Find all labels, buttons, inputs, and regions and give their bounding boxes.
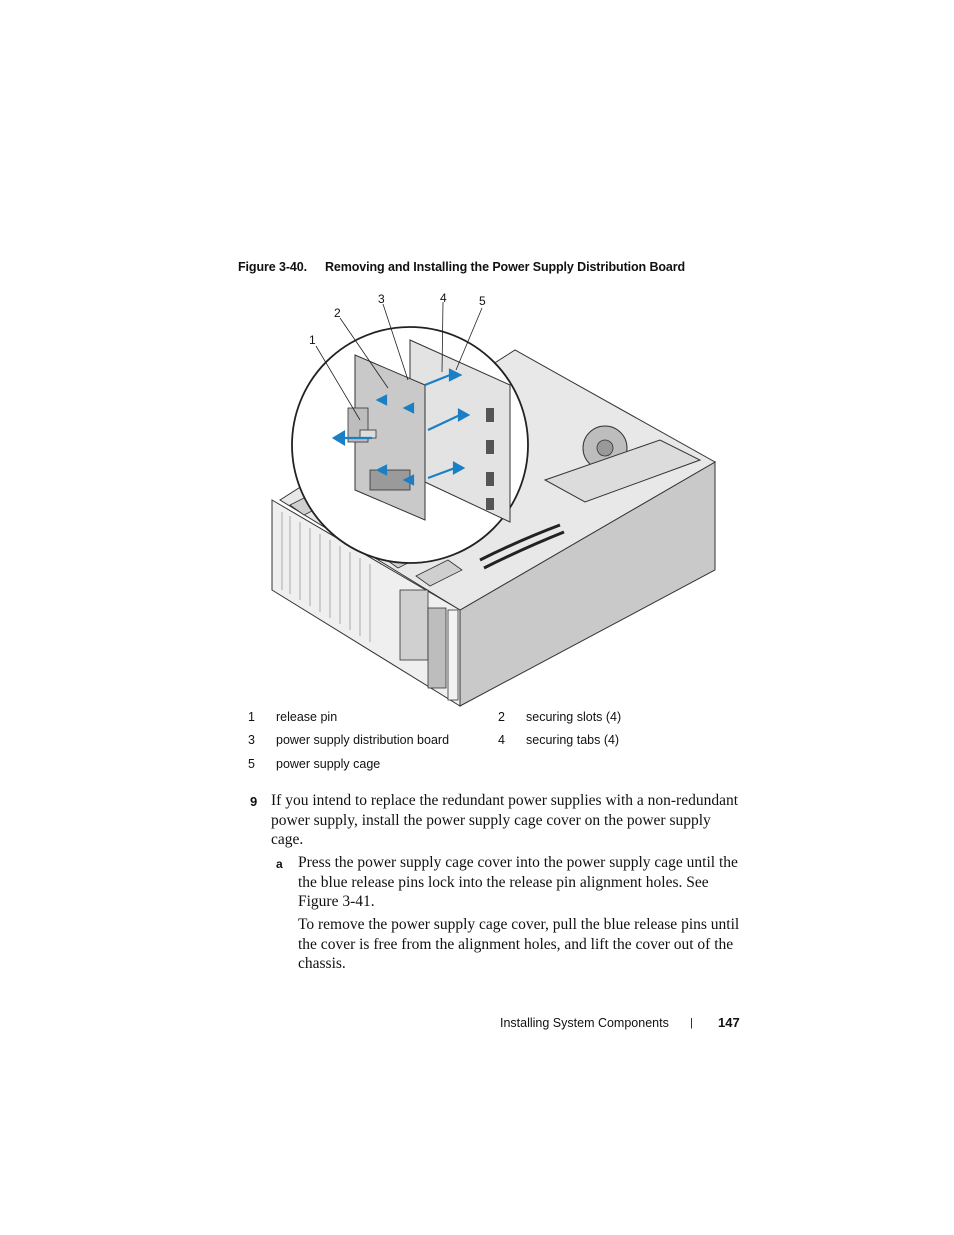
legend-number: 2 [498,710,505,724]
optical-drive-bay [399,589,429,661]
drive-bay [427,607,447,689]
page-number: 147 [718,1015,740,1030]
figure-title: Removing and Installing the Power Supply… [324,260,686,274]
power-supply-cage-body [543,439,702,503]
front-panel-strip [447,609,459,701]
securing-slots [486,408,494,510]
step-text: If you intend to replace the redundant p… [271,792,739,848]
tab-arrow [375,394,388,406]
figure-caption: Figure 3-40. Removing and Installing the … [238,260,685,274]
callout-leaders [315,301,483,421]
removal-paragraph: To remove the power supply cage cover, p… [298,916,740,972]
release-pin [347,407,377,443]
legend-text: power supply cage [276,757,381,771]
callout-5: 5 [479,294,486,308]
internal-cables [479,523,561,562]
legend-number: 1 [248,710,255,724]
front-grille [281,512,371,642]
legend-text: securing slots (4) [526,710,622,724]
direction-arrows [331,368,471,486]
legend-number: 4 [498,733,505,747]
substep-letter: a [276,857,283,871]
legend-text: securing tabs (4) [526,733,620,747]
legend-text: power supply distribution board [276,733,450,747]
figure-illustration [271,301,717,707]
legend-number: 3 [248,733,255,747]
callout-4: 4 [440,291,447,305]
footer-section-title: Installing System Components [500,1016,669,1030]
legend-number: 5 [248,757,255,771]
figure-label: Figure 3-40. [238,260,307,274]
footer-separator: | [690,1017,693,1029]
step-number: 9 [250,794,258,809]
legend-text: release pin [276,710,338,724]
callout-3: 3 [378,292,385,306]
callout-1: 1 [309,333,316,347]
callout-2: 2 [334,306,341,320]
substep-text: Press the power supply cage cover into t… [298,854,738,910]
